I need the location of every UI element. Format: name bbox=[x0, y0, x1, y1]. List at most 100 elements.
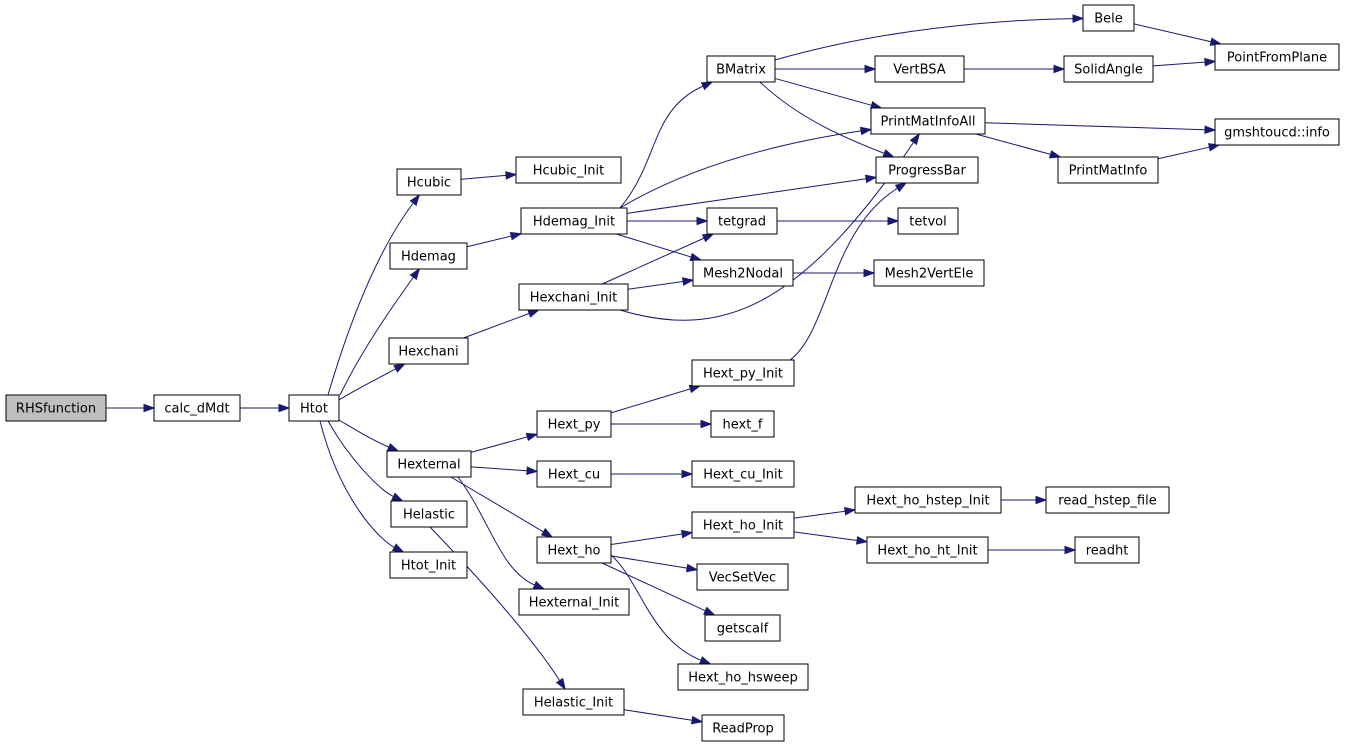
node-box[interactable] bbox=[870, 107, 986, 135]
arrowhead bbox=[540, 527, 554, 538]
node-box[interactable] bbox=[691, 359, 795, 387]
node-box[interactable] bbox=[691, 460, 795, 488]
node-box[interactable] bbox=[704, 614, 781, 642]
node-tetvol[interactable]: tetvol bbox=[897, 207, 959, 235]
node-hextpy[interactable]: Hext_py bbox=[536, 410, 612, 438]
node-box[interactable] bbox=[874, 55, 965, 83]
node-box[interactable] bbox=[390, 500, 468, 528]
node-bele[interactable]: Bele bbox=[1082, 4, 1135, 32]
node-mesh2vertele[interactable]: Mesh2VertEle bbox=[873, 259, 985, 287]
edge-line bbox=[610, 555, 688, 569]
node-rhs[interactable]: RHSfunction bbox=[5, 394, 107, 422]
node-box[interactable] bbox=[536, 460, 612, 488]
edge-hextpy-to-hextpyinit bbox=[610, 384, 702, 414]
node-hcubicinit[interactable]: Hcubic_Init bbox=[515, 156, 622, 184]
edge-hdemaginit-to-bmatrix bbox=[619, 81, 714, 209]
node-box[interactable] bbox=[389, 551, 468, 579]
node-getscalf[interactable]: getscalf bbox=[704, 614, 781, 642]
arrowhead bbox=[882, 149, 896, 158]
edge-line bbox=[470, 466, 528, 472]
node-box[interactable] bbox=[522, 688, 625, 716]
node-mesh2nodal[interactable]: Mesh2Nodal bbox=[692, 259, 794, 287]
node-hexthoinit[interactable]: Hext_ho_Init bbox=[691, 511, 795, 539]
node-box[interactable] bbox=[518, 283, 629, 311]
node-helastic[interactable]: Helastic bbox=[390, 500, 468, 528]
node-box[interactable] bbox=[875, 156, 979, 184]
node-printmatinfoall[interactable]: PrintMatInfoAll bbox=[870, 107, 986, 135]
node-hcubic[interactable]: Hcubic bbox=[396, 168, 462, 196]
node-box[interactable] bbox=[677, 663, 809, 691]
node-label: Helastic_Init bbox=[534, 696, 613, 711]
node-hexthohtinit[interactable]: Hext_ho_ht_Init bbox=[866, 536, 989, 564]
node-box[interactable] bbox=[153, 394, 241, 422]
node-box[interactable] bbox=[536, 536, 612, 564]
node-box[interactable] bbox=[1074, 536, 1140, 564]
node-printmatinfo[interactable]: PrintMatInfo bbox=[1057, 156, 1159, 184]
node-vertbsa[interactable]: VertBSA bbox=[874, 55, 965, 83]
node-hdemaginit[interactable]: Hdemag_Init bbox=[520, 207, 628, 235]
node-box[interactable] bbox=[386, 450, 472, 478]
edge-line bbox=[338, 419, 390, 448]
node-box[interactable] bbox=[1057, 156, 1159, 184]
node-hexchaniinit[interactable]: Hexchani_Init bbox=[518, 283, 629, 311]
node-pointfromplane[interactable]: PointFromPlane bbox=[1214, 43, 1340, 71]
node-label: Hext_cu bbox=[548, 468, 600, 483]
node-box[interactable] bbox=[710, 410, 775, 438]
node-tetgrad[interactable]: tetgrad bbox=[706, 207, 778, 235]
node-box[interactable] bbox=[897, 207, 959, 235]
node-readhstepfile[interactable]: read_hstep_file bbox=[1045, 486, 1170, 514]
node-label: PrintMatInfo bbox=[1069, 164, 1148, 179]
node-box[interactable] bbox=[518, 588, 630, 616]
node-box[interactable] bbox=[389, 242, 468, 270]
node-progressbar[interactable]: ProgressBar bbox=[875, 156, 979, 184]
node-bmatrix[interactable]: BMatrix bbox=[706, 55, 776, 83]
node-hextho[interactable]: Hext_ho bbox=[536, 536, 612, 564]
node-box[interactable] bbox=[515, 156, 622, 184]
node-box[interactable] bbox=[396, 168, 462, 196]
edge-calc-to-htot bbox=[240, 403, 291, 413]
node-readprop[interactable]: ReadProp bbox=[701, 714, 785, 742]
node-hextcuinit[interactable]: Hext_cu_Init bbox=[691, 460, 795, 488]
node-box[interactable] bbox=[536, 410, 612, 438]
node-hdemag[interactable]: Hdemag bbox=[389, 242, 468, 270]
node-box[interactable] bbox=[691, 511, 795, 539]
node-box[interactable] bbox=[701, 714, 785, 742]
node-box[interactable] bbox=[854, 486, 1002, 514]
node-hextcu[interactable]: Hext_cu bbox=[536, 460, 612, 488]
node-box[interactable] bbox=[866, 536, 989, 564]
node-calc[interactable]: calc_dMdt bbox=[153, 394, 241, 422]
node-gmshtoucdinfo[interactable]: gmshtoucd::info bbox=[1214, 118, 1340, 146]
node-hexternal[interactable]: Hexternal bbox=[386, 450, 472, 478]
node-box[interactable] bbox=[1063, 55, 1154, 83]
node-hexthohstepinit[interactable]: Hext_ho_hstep_Init bbox=[854, 486, 1002, 514]
node-solidangle[interactable]: SolidAngle bbox=[1063, 55, 1154, 83]
node-box[interactable] bbox=[1082, 4, 1135, 32]
edge-line bbox=[975, 133, 1051, 155]
node-hextpyinit[interactable]: Hext_py_Init bbox=[691, 359, 795, 387]
node-box[interactable] bbox=[1214, 118, 1340, 146]
edge-hexternal-to-hextpy bbox=[470, 432, 539, 453]
node-box[interactable] bbox=[288, 394, 340, 422]
node-hexternalinit[interactable]: Hexternal_Init bbox=[518, 588, 630, 616]
arrowhead bbox=[1204, 57, 1217, 67]
node-box[interactable] bbox=[388, 337, 469, 365]
node-box[interactable] bbox=[696, 563, 789, 591]
node-htot[interactable]: Htot bbox=[288, 394, 340, 422]
node-box[interactable] bbox=[5, 394, 107, 422]
node-box[interactable] bbox=[1214, 43, 1340, 71]
node-box[interactable] bbox=[706, 55, 776, 83]
node-box[interactable] bbox=[692, 259, 794, 287]
node-hextf[interactable]: hext_f bbox=[710, 410, 775, 438]
node-helasticinit[interactable]: Helastic_Init bbox=[522, 688, 625, 716]
edge-hexternal-to-hexternalinit bbox=[457, 476, 546, 590]
node-hexthohsweep[interactable]: Hext_ho_hsweep bbox=[677, 663, 809, 691]
node-box[interactable] bbox=[520, 207, 628, 235]
node-box[interactable] bbox=[706, 207, 778, 235]
node-box[interactable] bbox=[1045, 486, 1170, 514]
node-box[interactable] bbox=[873, 259, 985, 287]
node-htotinit[interactable]: Htot_Init bbox=[389, 551, 468, 579]
node-vecsetvec[interactable]: VecSetVec bbox=[696, 563, 789, 591]
node-hexchani[interactable]: Hexchani bbox=[388, 337, 469, 365]
node-readht[interactable]: readht bbox=[1074, 536, 1140, 564]
